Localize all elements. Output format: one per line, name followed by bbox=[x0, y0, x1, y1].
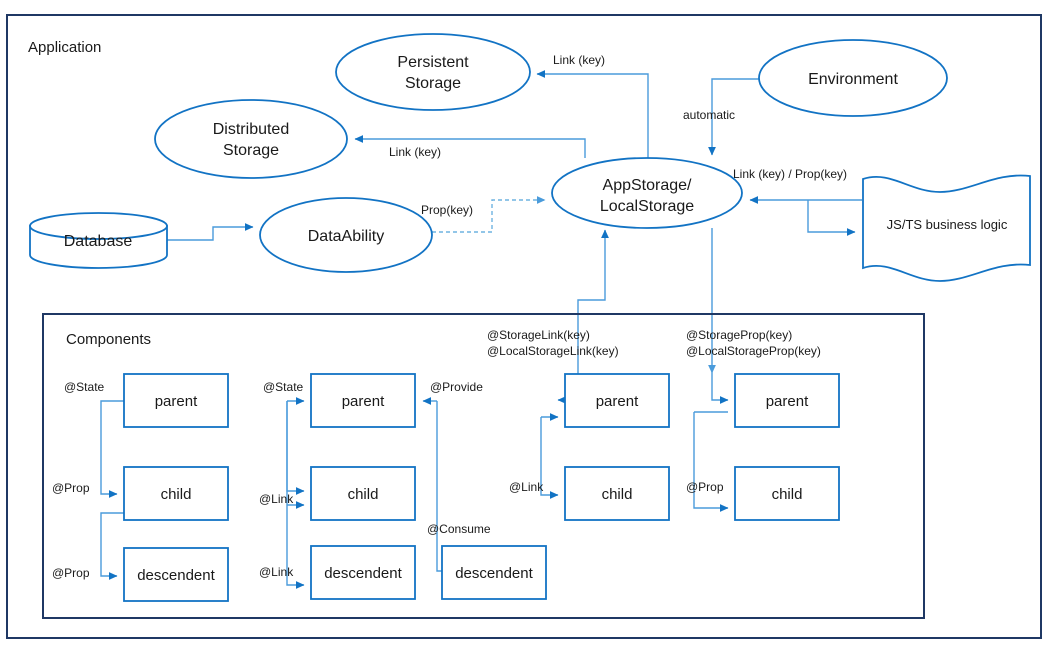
connector-g4-storageprop-to-parent bbox=[711, 373, 729, 404]
component-group-state-prop: parent child descendent @State @Prop @Pr… bbox=[52, 373, 229, 602]
edge-label-persistent-link: Link (key) bbox=[553, 53, 605, 67]
components-frame-label: Components bbox=[66, 331, 151, 348]
edge-label-prop-key: Prop(key) bbox=[421, 203, 473, 217]
connector-g3-parent-to-child bbox=[540, 417, 559, 499]
app-storage-label-line1: AppStorage/ bbox=[603, 177, 693, 194]
application-frame bbox=[6, 14, 1042, 639]
edge-label-g4-prop: @Prop bbox=[686, 480, 724, 494]
box-label-g4-parent: parent bbox=[766, 393, 809, 410]
box-label-g3-parent: parent bbox=[596, 393, 639, 410]
data-ability-label: DataAbility bbox=[308, 228, 384, 245]
edge-label-automatic: automatic bbox=[683, 108, 735, 122]
box-g2-descendent bbox=[310, 545, 416, 600]
connector-appstorage-to-businesslogic bbox=[807, 200, 856, 236]
component-group-storage-prop: parent child @Prop bbox=[686, 373, 840, 521]
box-g4-child bbox=[734, 466, 840, 521]
distributed-storage-label-line1: Distributed bbox=[213, 121, 289, 138]
edge-label-g3-link: @Link bbox=[509, 480, 544, 494]
edge-label-storage-prop-2: @LocalStorageProp(key) bbox=[686, 344, 821, 358]
edge-label-storage-prop-1: @StorageProp(key) bbox=[686, 328, 792, 342]
box-g4-parent bbox=[734, 373, 840, 428]
box-label-g4-child: child bbox=[772, 486, 803, 503]
connector-g2-parent-to-child-1 bbox=[286, 401, 305, 495]
business-logic-label: JS/TS business logic bbox=[887, 217, 1008, 232]
connector-environment-to-appstorage bbox=[708, 78, 759, 156]
persistent-storage-label-line2: Storage bbox=[405, 75, 461, 92]
connector-g1-child-to-descendent bbox=[100, 512, 124, 580]
connector-g2-parent-to-descendent bbox=[286, 505, 305, 589]
connector-appstorage-to-persistent bbox=[536, 70, 649, 158]
box-label-g2-descendent: descendent bbox=[324, 565, 402, 582]
box-g3-child bbox=[564, 466, 670, 521]
edge-label-g2-state: @State bbox=[263, 380, 304, 394]
node-business-logic bbox=[862, 174, 1031, 282]
connector-g1-parent-to-child bbox=[100, 400, 124, 498]
box-g2-consume-descendent bbox=[441, 545, 547, 600]
box-label-g1-parent: parent bbox=[155, 393, 198, 410]
edge-label-distributed-link: Link (key) bbox=[389, 145, 441, 159]
node-environment bbox=[758, 39, 948, 117]
app-storage-label-line2: LocalStorage bbox=[600, 198, 694, 215]
node-distributed-storage bbox=[154, 99, 348, 179]
edge-label-g2-link-1: @Link bbox=[259, 492, 294, 506]
box-label-g3-child: child bbox=[602, 486, 633, 503]
box-label-g1-descendent: descendent bbox=[137, 567, 215, 584]
box-g3-parent bbox=[564, 373, 670, 428]
box-g1-child bbox=[123, 466, 229, 521]
persistent-storage-label-line1: Persistent bbox=[397, 54, 469, 71]
connector-appstorage-to-distributed bbox=[354, 135, 586, 158]
edge-label-g1-prop-2: @Prop bbox=[52, 566, 90, 580]
node-app-storage bbox=[551, 157, 743, 229]
edge-label-g2-provide: @Provide bbox=[430, 380, 483, 394]
edge-label-g2-link-2: @Link bbox=[259, 565, 294, 579]
box-label-g2-consume-descendent: descendent bbox=[455, 565, 533, 582]
distributed-storage-label-line2: Storage bbox=[223, 142, 279, 159]
edge-label-g2-consume: @Consume bbox=[427, 522, 491, 536]
component-group-storage-link: parent child @Link bbox=[509, 373, 670, 521]
node-database bbox=[29, 212, 168, 269]
connector-dataability-to-appstorage bbox=[432, 196, 546, 233]
box-g1-parent bbox=[123, 373, 229, 428]
edge-label-storage-link-1: @StorageLink(key) bbox=[487, 328, 590, 342]
component-group-state-link-provide: parent child descendent descendent @Stat… bbox=[259, 373, 547, 600]
edge-label-g1-prop-1: @Prop bbox=[52, 481, 90, 495]
connector-database-to-dataability bbox=[167, 223, 254, 241]
connector-g4-parent-to-child bbox=[693, 412, 729, 512]
database-label: Database bbox=[64, 233, 133, 250]
edge-label-g1-state: @State bbox=[64, 380, 105, 394]
connector-storagelink-to-appstorage bbox=[577, 229, 609, 373]
box-g2-parent bbox=[310, 373, 416, 428]
box-g2-child bbox=[310, 466, 416, 521]
edge-label-storage-link-2: @LocalStorageLink(key) bbox=[487, 344, 619, 358]
box-label-g2-parent: parent bbox=[342, 393, 385, 410]
node-data-ability bbox=[259, 197, 433, 273]
node-persistent-storage bbox=[335, 33, 531, 111]
components-frame bbox=[42, 313, 925, 619]
environment-label: Environment bbox=[808, 71, 898, 88]
box-label-g1-child: child bbox=[161, 486, 192, 503]
application-frame-label: Application bbox=[28, 39, 101, 56]
box-g1-descendent bbox=[123, 547, 229, 602]
edge-label-link-prop-key: Link (key) / Prop(key) bbox=[733, 167, 847, 181]
box-label-g2-child: child bbox=[348, 486, 379, 503]
